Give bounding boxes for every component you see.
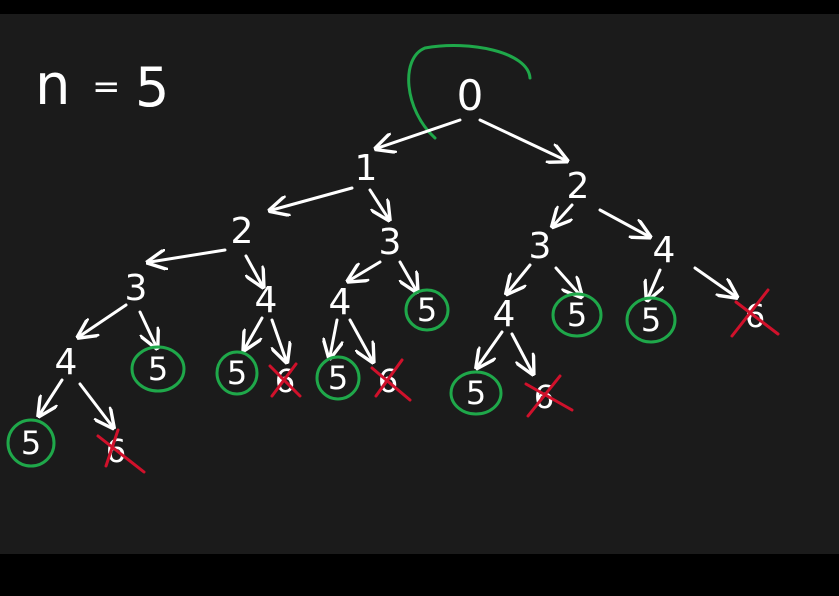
- node-label: 5: [227, 354, 247, 392]
- edge-4a-5: [245, 316, 264, 348]
- edge-3-5b: [554, 266, 580, 295]
- success-circle: [449, 370, 503, 416]
- edges: [40, 118, 735, 426]
- edge-2-4: [598, 208, 648, 236]
- title-variable: n: [35, 53, 71, 118]
- node-label: 3: [125, 268, 148, 309]
- node-label: 3: [529, 226, 552, 267]
- success-circle: [130, 345, 186, 393]
- node-label: 4: [55, 342, 78, 383]
- edge-3-4b: [350, 260, 382, 280]
- node-label: 5: [417, 291, 437, 329]
- node-label: 2: [567, 166, 590, 207]
- success-circle: [625, 296, 677, 344]
- node-label: 5: [466, 374, 486, 412]
- edge-4a-6: [270, 318, 286, 360]
- node-label: 5: [21, 424, 41, 462]
- success-circle: [315, 355, 361, 401]
- edge-2-3a: [150, 248, 227, 262]
- edge-3a-5: [138, 310, 156, 346]
- edge-4-6: [693, 266, 735, 296]
- edge-4-5d: [40, 378, 64, 414]
- edge-2-4a: [244, 254, 262, 285]
- success-circle: [6, 418, 56, 468]
- edge-4b-5: [330, 318, 337, 356]
- node-label: 5: [641, 301, 661, 339]
- node-label: 4: [255, 280, 278, 321]
- prune-cross: [524, 374, 574, 418]
- node-label: 0: [457, 71, 484, 120]
- edge-3a-4: [80, 303, 128, 336]
- problem-title: n = 5: [35, 53, 169, 119]
- recursion-tree-diagram: n = 5 0 1 2 2 3: [6, 44, 780, 474]
- root-node: 0: [407, 44, 532, 140]
- prune-cross: [370, 358, 412, 402]
- edge-0-1: [378, 118, 462, 148]
- node-label: 4: [653, 230, 676, 271]
- prune-cross: [268, 362, 302, 398]
- edge-3-5: [398, 260, 416, 290]
- prune-crosses: [96, 288, 780, 474]
- edge-4c-6: [510, 332, 532, 372]
- edge-4b-6: [348, 318, 372, 360]
- root-highlight-arc: [407, 44, 532, 140]
- plain-nodes: 1 2 2 3 3 4 3 4 4 4 4: [55, 148, 676, 383]
- edge-4c-5: [478, 330, 504, 366]
- success-labels: 5 5 5 5 5 5 5 5: [21, 291, 661, 462]
- node-label: 1: [355, 148, 378, 189]
- edge-4-6d: [78, 382, 112, 426]
- success-circle: [404, 288, 450, 332]
- node-label: 5: [328, 359, 348, 397]
- edge-0-2: [478, 118, 565, 160]
- prune-cross: [730, 288, 780, 338]
- edge-1-2: [272, 186, 354, 210]
- node-label: 2: [231, 211, 254, 252]
- node-label: 4: [493, 294, 516, 335]
- title-equals: =: [92, 67, 121, 107]
- success-circle: [215, 350, 259, 396]
- success-circle: [551, 292, 603, 338]
- edge-1-3: [368, 188, 388, 218]
- success-nodes: [6, 288, 677, 468]
- node-label: 5: [567, 296, 587, 334]
- edge-2-3: [554, 203, 574, 225]
- prune-cross: [96, 428, 146, 474]
- edge-4-5: [648, 268, 660, 298]
- edge-3-4c: [508, 263, 532, 292]
- node-label: 4: [329, 282, 352, 323]
- node-label: 3: [379, 222, 402, 263]
- whiteboard-canvas: n = 5 0 1 2 2 3: [0, 14, 839, 554]
- title-value: 5: [135, 56, 169, 119]
- node-label: 5: [148, 350, 168, 388]
